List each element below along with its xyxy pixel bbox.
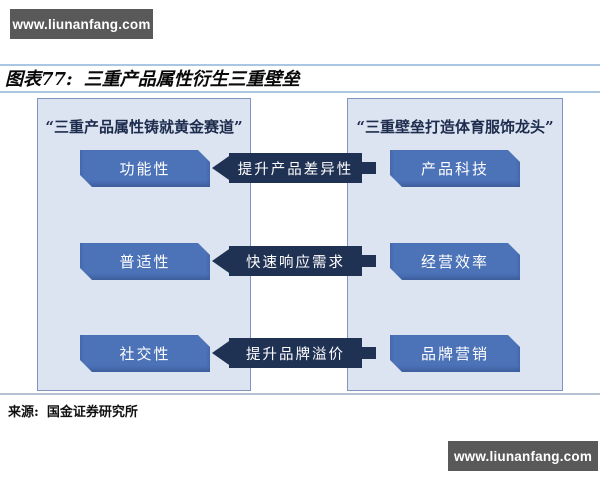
barrier-box-label: 产品科技 xyxy=(420,160,489,178)
connector-label-text: 提升产品差异性 xyxy=(237,161,354,178)
left-arrow-icon xyxy=(212,339,232,367)
website-watermark-bottom: www.liunanfang.com xyxy=(448,441,598,471)
figure-title: 三重产品属性衍生三重壁垒 xyxy=(83,69,300,90)
attribute-box-label: 社交性 xyxy=(119,345,171,363)
left-arrow-icon xyxy=(212,247,232,275)
source-line: 来源: 国金证券研究所 xyxy=(8,401,138,420)
product-attributes-panel-title: “三重产品属性铸就黄金赛道” xyxy=(45,118,243,136)
attribute-box-label: 普适性 xyxy=(119,253,171,271)
attribute-box-label: 功能性 xyxy=(119,160,171,178)
barrier-box-brand-marketing: 品牌营销 xyxy=(390,335,520,372)
attribute-box-functionality: 功能性 xyxy=(80,150,210,187)
title-divider xyxy=(0,91,600,93)
connector-label-text: 快速响应需求 xyxy=(246,254,345,271)
connector-label-1: 提升产品差异性 xyxy=(229,153,362,183)
attribute-box-universality: 普适性 xyxy=(80,243,210,280)
barrier-box-label: 经营效率 xyxy=(420,253,489,271)
connector-label-3: 提升品牌溢价 xyxy=(229,338,362,368)
figure-bottom-divider xyxy=(0,393,600,395)
connector-label-text: 提升品牌溢价 xyxy=(246,346,345,363)
top-divider xyxy=(0,64,600,66)
connector-label-2: 快速响应需求 xyxy=(229,246,362,276)
barrier-box-label: 品牌营销 xyxy=(420,345,489,363)
website-watermark-top-text: www.liunanfang.com xyxy=(12,16,151,32)
figure-title-row: 图表77: 三重产品属性衍生三重壁垒 xyxy=(5,67,300,90)
attribute-box-social: 社交性 xyxy=(80,335,210,372)
website-watermark-bottom-text: www.liunanfang.com xyxy=(453,448,593,464)
source-label: 来源: xyxy=(8,405,39,420)
barrier-box-operating-efficiency: 经营效率 xyxy=(390,243,520,280)
source-text: 国金证券研究所 xyxy=(46,405,138,420)
barriers-panel-title: “三重壁垒打造体育服饰龙头” xyxy=(356,118,554,136)
left-arrow-icon xyxy=(212,154,232,182)
barrier-box-product-tech: 产品科技 xyxy=(390,150,520,187)
figure-label: 图表77: xyxy=(5,69,73,90)
website-watermark-top: www.liunanfang.com xyxy=(10,9,153,39)
